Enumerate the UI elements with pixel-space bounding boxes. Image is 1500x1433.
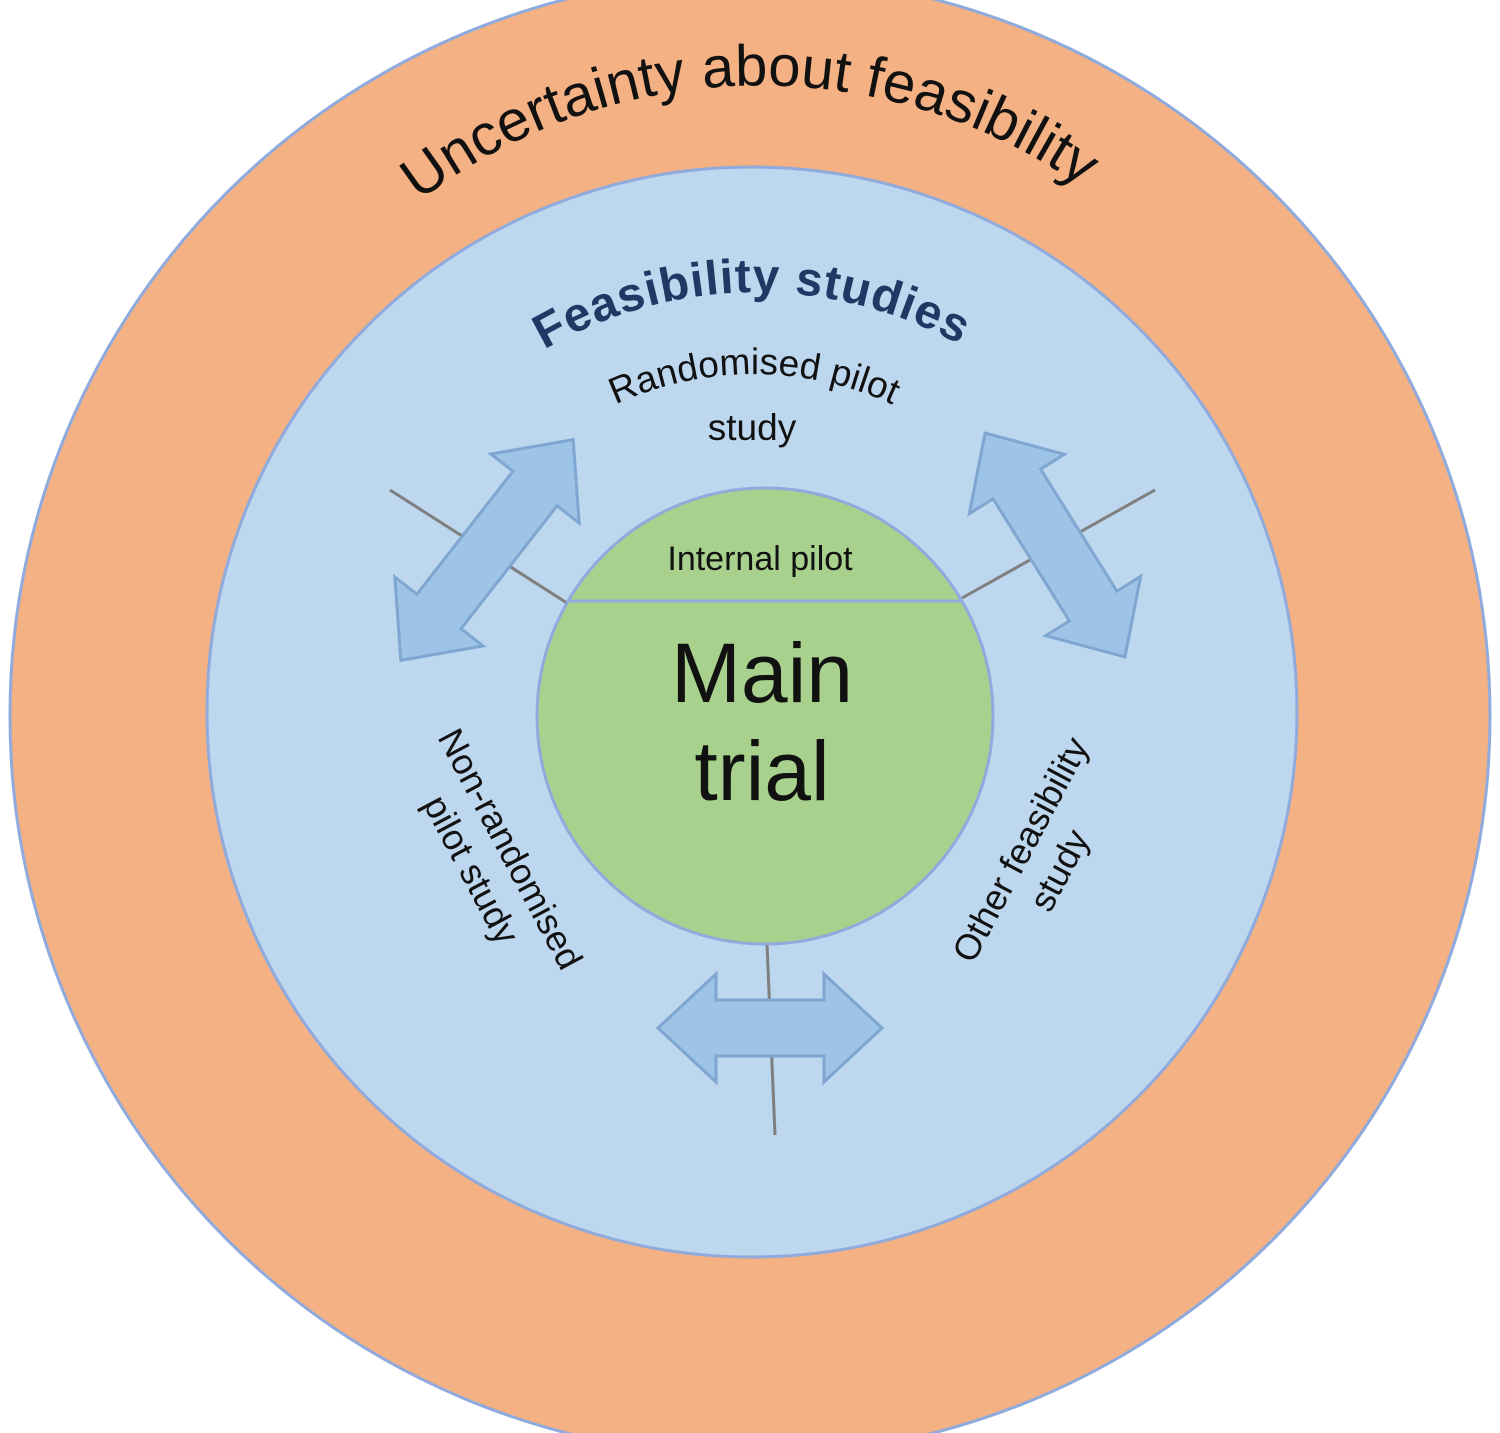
main-trial-label-line2: trial	[694, 724, 829, 818]
main-trial-label-line1: Main	[671, 626, 853, 720]
double-arrow-left	[393, 437, 581, 663]
double-arrow-bottom	[655, 970, 885, 1086]
randomised-pilot-label-line2: study	[708, 407, 797, 448]
internal-pilot-label: Internal pilot	[667, 540, 853, 578]
double-arrow-right	[967, 431, 1143, 659]
